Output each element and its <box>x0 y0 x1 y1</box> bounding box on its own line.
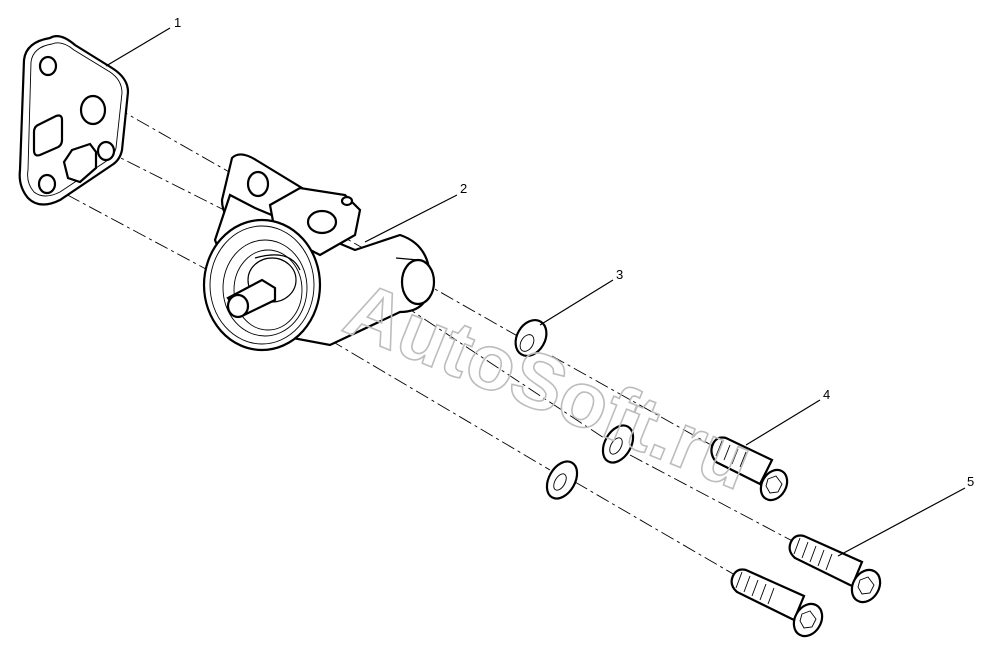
callout-4: 4 <box>823 387 830 402</box>
cap-screw-upper <box>710 436 789 502</box>
callout-1: 1 <box>174 15 181 30</box>
callout-3: 3 <box>616 267 623 282</box>
callout-2: 2 <box>460 181 467 196</box>
cap-screw-middle <box>788 534 882 604</box>
watermark: AutoSoft.ru <box>334 264 765 506</box>
leader-lines <box>105 27 966 557</box>
cap-screw-lower <box>730 568 824 638</box>
washer-middle <box>601 424 635 464</box>
washer-upper <box>514 319 548 357</box>
filter-housing <box>202 153 436 352</box>
callout-5: 5 <box>967 474 974 489</box>
gasket <box>18 35 130 206</box>
washer-lower <box>545 460 579 500</box>
